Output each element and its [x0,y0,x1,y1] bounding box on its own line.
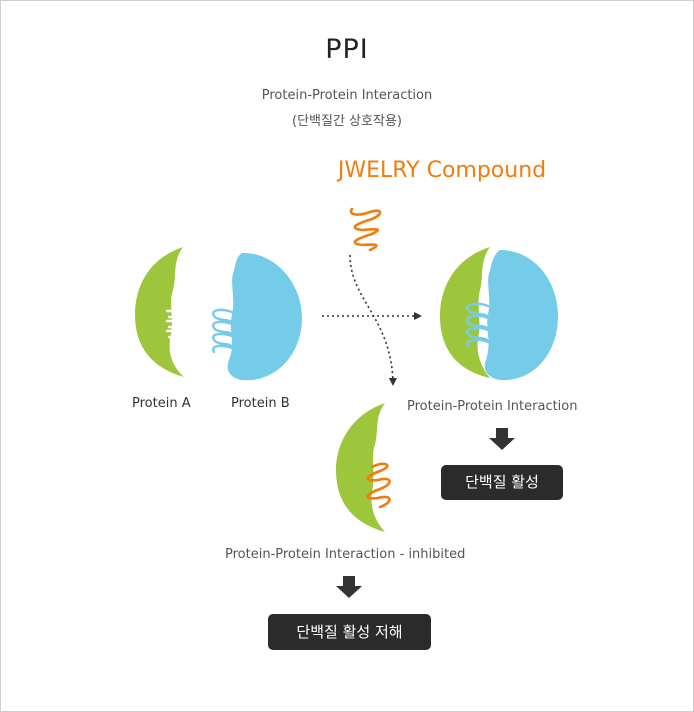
block-arrow-inhibition [336,576,362,598]
protein-b-shape [211,252,302,381]
arrow-to-inhibited [349,254,397,386]
subtitle: Protein-Protein Interaction [261,88,433,103]
subtitle-korean: (단백질간 상호작용) [292,114,402,129]
protein-a-label: Protein A [132,396,191,411]
complex-inhibited-shape [336,403,391,532]
page-title: PPI [325,34,369,65]
interaction-label: Protein-Protein Interaction [407,399,578,414]
activation-badge: 단백질 활성 [441,465,563,500]
block-arrow-activation [489,428,515,450]
compound-coil [349,207,382,252]
interaction-inhibited-label: Protein-Protein Interaction - inhibited [225,547,466,562]
protein-a-shape [135,247,188,377]
protein-b-label: Protein B [231,396,290,411]
compound-label: JWELRY Compound [337,158,547,183]
activation-inhibited-badge: 단백질 활성 저해 [268,614,431,650]
complex-bound-shape [440,247,558,381]
